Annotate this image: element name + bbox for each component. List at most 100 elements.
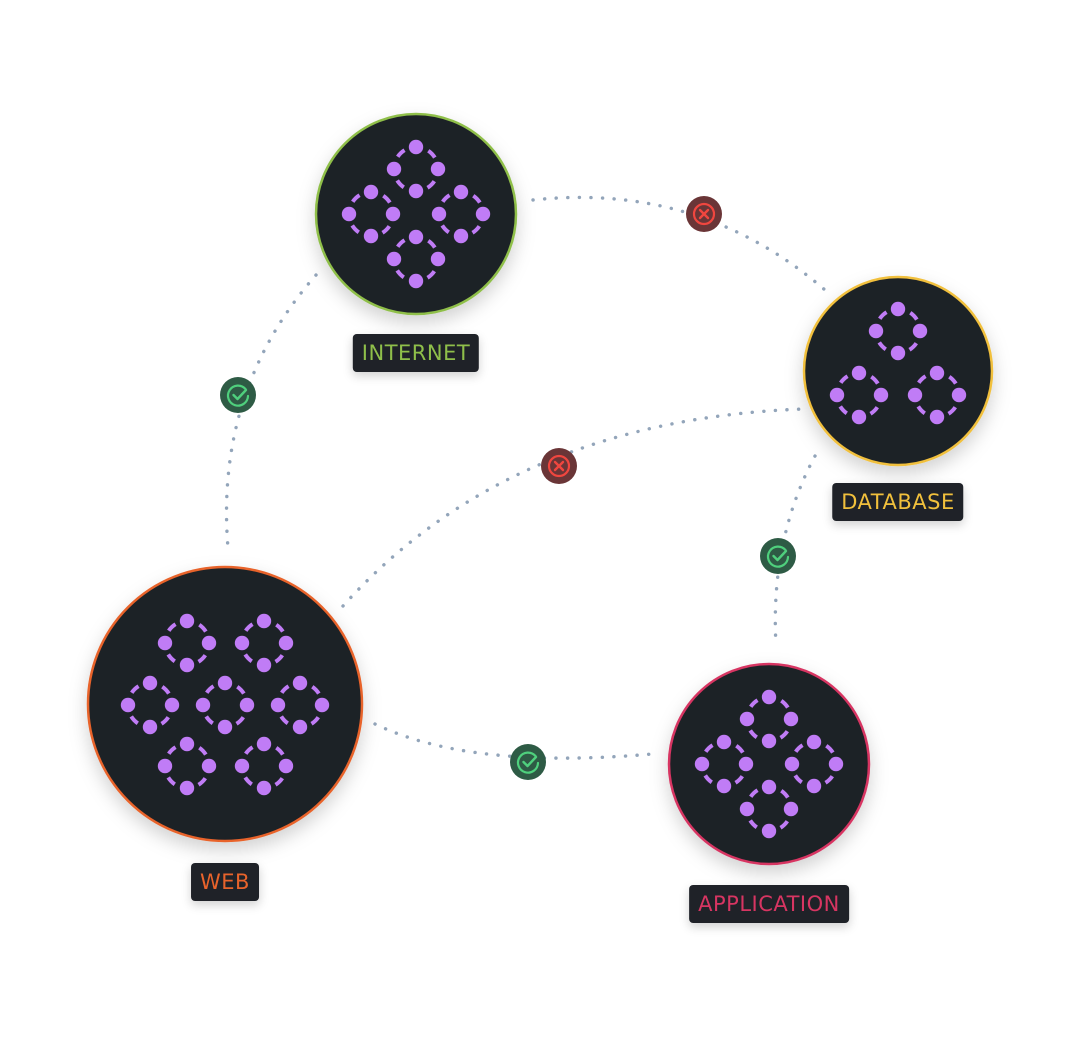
cluster-dot xyxy=(385,206,401,222)
node-web[interactable] xyxy=(86,565,364,843)
x-circle-icon xyxy=(547,454,571,478)
connection-internet-web xyxy=(224,273,318,550)
cluster-dot xyxy=(739,711,755,727)
cluster-dot xyxy=(195,697,211,713)
cluster-dot xyxy=(256,613,272,629)
cluster-dot xyxy=(929,365,945,381)
connections-layer xyxy=(224,195,827,760)
cluster-dot xyxy=(761,823,777,839)
connection-database-application xyxy=(773,454,817,647)
cluster-icon xyxy=(234,613,294,673)
status-badge-bg xyxy=(760,538,796,574)
node-circle-database[interactable] xyxy=(802,275,994,467)
status-badge-database-application[interactable] xyxy=(760,538,796,574)
web-network-icon xyxy=(120,613,330,796)
cluster-dot xyxy=(951,387,967,403)
cluster-icon xyxy=(739,689,799,749)
status-badge-web-database[interactable] xyxy=(541,448,577,484)
cluster-dot xyxy=(739,801,755,817)
cluster-dot xyxy=(142,719,158,735)
cluster-dot xyxy=(431,206,447,222)
badges-layer xyxy=(220,196,796,780)
cluster-dot xyxy=(256,736,272,752)
node-internet[interactable] xyxy=(314,112,518,316)
cluster-icon xyxy=(341,184,401,244)
cluster-dot xyxy=(828,756,844,772)
cluster-icon xyxy=(694,734,754,794)
cluster-icon xyxy=(907,365,967,425)
cluster-dot xyxy=(912,323,928,339)
cluster-dot xyxy=(694,756,710,772)
connection-internet-database xyxy=(531,195,827,292)
check-circle-icon xyxy=(226,384,250,407)
cluster-dot xyxy=(256,657,272,673)
cluster-dot xyxy=(179,613,195,629)
cluster-dot xyxy=(179,657,195,673)
cluster-dot xyxy=(453,184,469,200)
cluster-icon xyxy=(739,779,799,839)
cluster-dot xyxy=(716,778,732,794)
node-database[interactable] xyxy=(802,275,994,467)
database-network-icon xyxy=(829,301,967,425)
cluster-icon xyxy=(868,301,928,361)
node-label-internet: INTERNET xyxy=(352,334,480,372)
cluster-dot xyxy=(475,206,491,222)
cluster-dot xyxy=(157,635,173,651)
cluster-icon xyxy=(784,734,844,794)
cluster-dot xyxy=(761,733,777,749)
cluster-dot xyxy=(278,635,294,651)
cluster-dot xyxy=(784,756,800,772)
cluster-dot xyxy=(386,161,402,177)
cluster-dot xyxy=(783,711,799,727)
cluster-dot xyxy=(201,635,217,651)
cluster-dot xyxy=(829,387,845,403)
connection-web-database xyxy=(341,407,805,608)
status-badge-web-application[interactable] xyxy=(510,744,546,780)
node-label-web: WEB xyxy=(191,863,259,901)
node-circle-application[interactable] xyxy=(667,662,871,866)
cluster-dot xyxy=(278,758,294,774)
cluster-dot xyxy=(408,229,424,245)
cluster-dot xyxy=(806,734,822,750)
status-badge-internet-web[interactable] xyxy=(220,377,256,413)
cluster-dot xyxy=(783,801,799,817)
node-circle-internet[interactable] xyxy=(314,112,518,316)
cluster-dot xyxy=(201,758,217,774)
cluster-dot xyxy=(929,409,945,425)
cluster-dot xyxy=(806,778,822,794)
cluster-dot xyxy=(234,635,250,651)
node-circle-web[interactable] xyxy=(86,565,364,843)
cluster-dot xyxy=(873,387,889,403)
cluster-dot xyxy=(292,719,308,735)
cluster-icon xyxy=(829,365,889,425)
cluster-icon xyxy=(386,229,446,289)
cluster-dot xyxy=(179,736,195,752)
cluster-dot xyxy=(430,161,446,177)
status-badge-internet-database[interactable] xyxy=(686,196,722,232)
application-network-icon xyxy=(694,689,844,839)
cluster-dot xyxy=(761,689,777,705)
cluster-dot xyxy=(716,734,732,750)
cluster-dot xyxy=(120,697,136,713)
node-label-database: DATABASE xyxy=(832,483,964,521)
cluster-dot xyxy=(453,228,469,244)
cluster-dot xyxy=(851,365,867,381)
cluster-dot xyxy=(363,184,379,200)
cluster-dot xyxy=(292,675,308,691)
cluster-icon xyxy=(386,139,446,199)
cluster-dot xyxy=(164,697,180,713)
cluster-dot xyxy=(217,675,233,691)
internet-network-icon xyxy=(341,139,491,289)
cluster-dot xyxy=(761,779,777,795)
cluster-dot xyxy=(408,183,424,199)
cluster-dot xyxy=(239,697,255,713)
cluster-dot xyxy=(408,273,424,289)
cluster-icon xyxy=(157,736,217,796)
cluster-dot xyxy=(256,780,272,796)
node-label-application: APPLICATION xyxy=(689,885,849,923)
node-application[interactable] xyxy=(667,662,871,866)
cluster-icon xyxy=(157,613,217,673)
cluster-dot xyxy=(234,758,250,774)
cluster-icon xyxy=(195,675,255,735)
